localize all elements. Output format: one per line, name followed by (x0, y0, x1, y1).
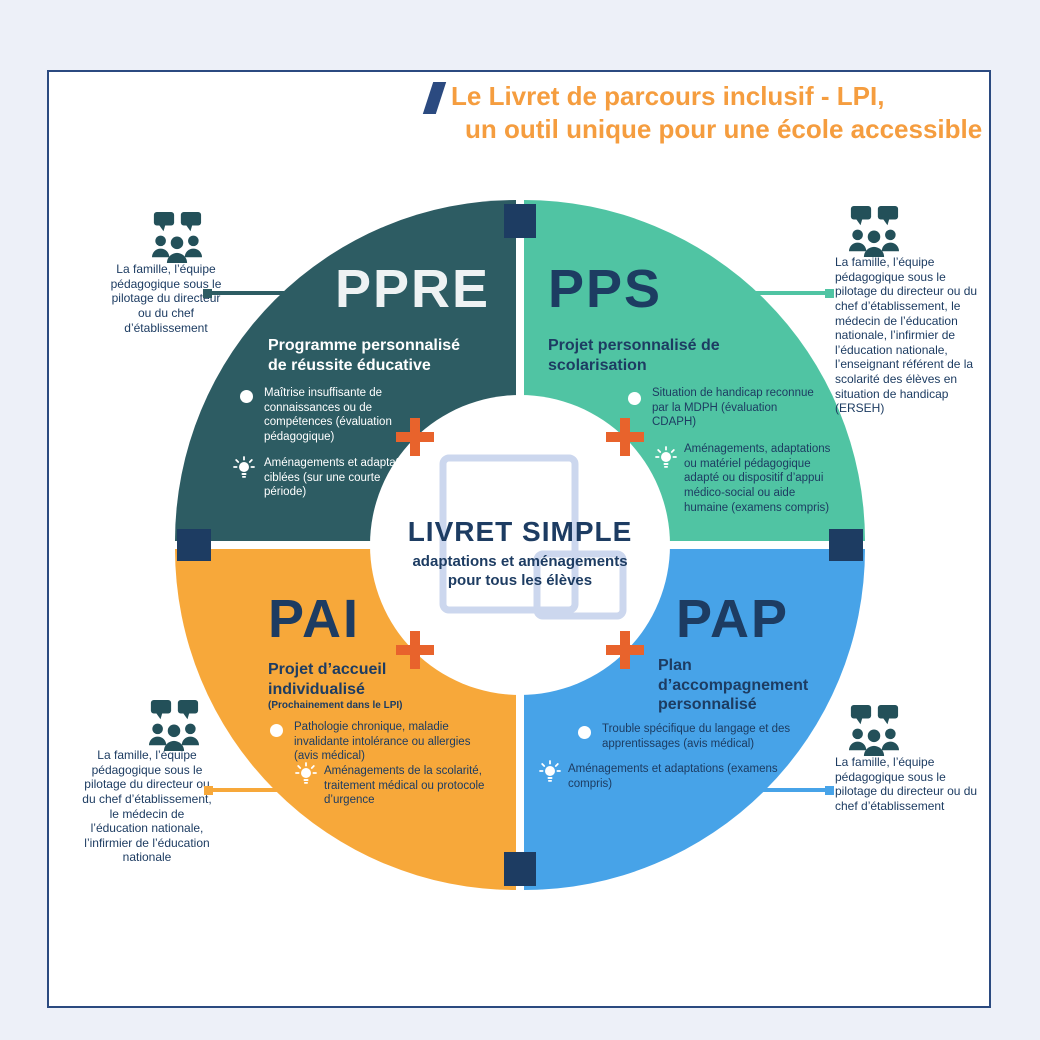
connector-line-pps (755, 288, 834, 298)
ppre-title: Programme personnalisé de réussite éduca… (268, 337, 461, 374)
rim-tab-bottom (504, 852, 536, 886)
pap-bullet-2: Aménagements et adaptations (examens com… (568, 763, 778, 790)
connector-line-ppre (203, 288, 284, 298)
title-line-2: un outil unique pour une école accessibl… (465, 114, 983, 145)
title-line-1: Le Livret de parcours inclusif - LPI, (451, 81, 885, 111)
plus-icon (396, 631, 434, 669)
pai-acronym: PAI (268, 589, 361, 649)
pap-title: Plan d’accompagnement personnalisé (658, 657, 809, 714)
people-group-icon (848, 206, 900, 258)
booklet-icon (439, 454, 627, 620)
annotation-bottom-left: La famille, l’équipe pédagogique sous le… (82, 748, 212, 865)
rim-tab-right (829, 529, 863, 561)
plus-icon (606, 418, 644, 456)
ppre-bullet-1: Maîtrise insuffisante de connaissances o… (264, 387, 392, 444)
page-title: Le Livret de parcours inclusif - LPI, un… (422, 80, 983, 147)
lightbulb-icon (233, 456, 255, 478)
dot-icon (578, 726, 591, 739)
lightbulb-icon (295, 762, 317, 784)
lightbulb-icon (655, 446, 677, 468)
pps-title: Projet personnalisé de scolarisation (548, 337, 720, 374)
connector-line-pap (761, 785, 834, 795)
center-subtitle-line-2: pour tous les élèves (447, 571, 593, 589)
pai-bullet-1: Pathologie chronique, maladie invalidant… (294, 721, 471, 763)
rim-tab-top (504, 204, 536, 238)
people-group-icon (151, 212, 203, 264)
pai-title: Projet d’accueil individualisé (268, 661, 387, 698)
ppre-acronym: PPRE (335, 259, 491, 319)
plus-icon (396, 418, 434, 456)
dot-icon (628, 392, 641, 405)
pps-bullet-1: Situation de handicap reconnue par la MD… (652, 387, 814, 429)
annotation-top-left: La famille, l’équipe pédagogique sous le… (110, 262, 222, 335)
dot-icon (270, 724, 283, 737)
center-subtitle: adaptations et aménagements pour tous le… (370, 553, 670, 591)
pps-acronym: PPS (548, 259, 663, 319)
center-subtitle-line-1: adaptations et aménagements (412, 553, 628, 570)
pps-bullet-2: Aménagements, adaptations ou matériel pé… (684, 443, 831, 514)
people-group-icon (848, 705, 900, 757)
pai-bullet-2: Aménagements de la scolarité, traitement… (324, 765, 485, 807)
annotation-top-right: La famille, l’équipe pédagogique sous le… (835, 255, 978, 416)
pap-acronym: PAP (676, 589, 790, 649)
ppre-bullet-2: Aménagements et adaptations ciblées (sur… (264, 457, 420, 499)
connector-line-pai (204, 785, 279, 795)
people-group-icon (148, 700, 200, 752)
lightbulb-icon (539, 760, 561, 782)
center-title: LIVRET SIMPLE (407, 516, 633, 547)
plus-icon (606, 631, 644, 669)
rim-tab-left (177, 529, 211, 561)
pai-note: (Prochainement dans le LPI) (268, 700, 403, 711)
annotation-bottom-right: La famille, l’équipe pédagogique sous le… (835, 755, 978, 813)
dot-icon (240, 390, 253, 403)
pap-bullet-1: Trouble spécifique du langage et des app… (602, 723, 791, 750)
